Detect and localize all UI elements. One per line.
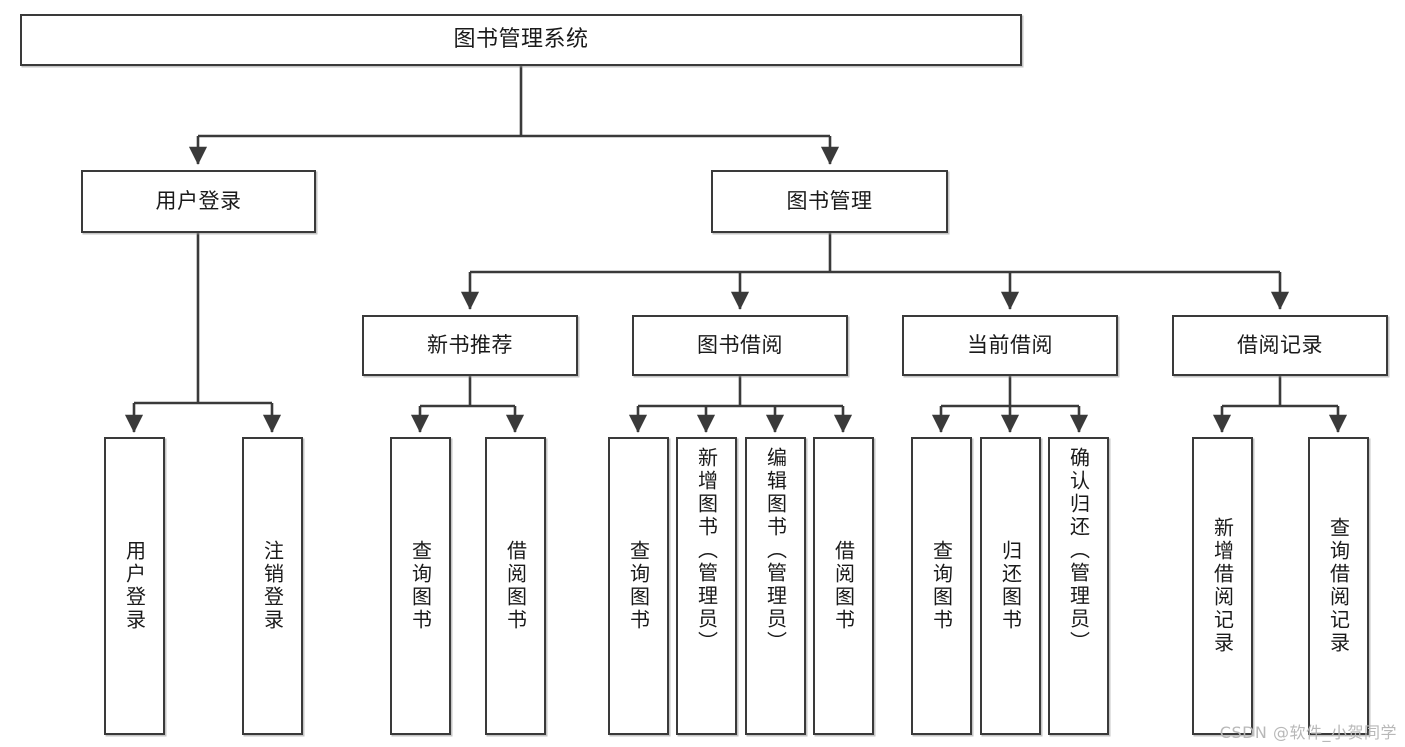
node-leaf-borrow-book-2-label: 借阅图书 <box>831 540 856 632</box>
node-user-login-label: 用户登录 <box>155 189 242 214</box>
node-book-manage-label: 图书管理 <box>786 189 873 214</box>
node-borrow-record-label: 借阅记录 <box>1237 333 1323 358</box>
node-book-manage[interactable]: 图书管理 <box>711 170 948 233</box>
node-leaf-return-book[interactable]: 归还图书 <box>980 437 1041 735</box>
node-leaf-query-book-2[interactable]: 查询图书 <box>608 437 669 735</box>
node-leaf-query-record-label: 查询借阅记录 <box>1326 517 1351 655</box>
node-leaf-query-book-3-label: 查询图书 <box>929 540 954 632</box>
node-leaf-return-book-label: 归还图书 <box>998 540 1023 632</box>
node-leaf-borrow-book-1-label: 借阅图书 <box>503 540 528 632</box>
node-leaf-add-book-label: 新增图书（管理员） <box>694 447 719 654</box>
node-leaf-query-book-1-label: 查询图书 <box>408 540 433 632</box>
node-leaf-add-record-label: 新增借阅记录 <box>1210 517 1235 655</box>
node-leaf-confirm-return[interactable]: 确认归还（管理员） <box>1048 437 1109 735</box>
node-leaf-borrow-book-1[interactable]: 借阅图书 <box>485 437 546 735</box>
node-leaf-user-login[interactable]: 用户登录 <box>104 437 165 735</box>
node-current-borrow[interactable]: 当前借阅 <box>902 315 1118 376</box>
node-leaf-logout[interactable]: 注销登录 <box>242 437 303 735</box>
node-new-book-rec[interactable]: 新书推荐 <box>362 315 578 376</box>
node-current-borrow-label: 当前借阅 <box>967 333 1053 358</box>
node-book-borrow[interactable]: 图书借阅 <box>632 315 848 376</box>
node-leaf-query-book-3[interactable]: 查询图书 <box>911 437 972 735</box>
node-leaf-logout-label: 注销登录 <box>260 540 285 632</box>
node-leaf-confirm-return-label: 确认归还（管理员） <box>1066 447 1091 654</box>
node-leaf-borrow-book-2[interactable]: 借阅图书 <box>813 437 874 735</box>
node-leaf-query-record[interactable]: 查询借阅记录 <box>1308 437 1369 735</box>
watermark-text: CSDN @软件_小贺同学 <box>1219 723 1397 742</box>
node-leaf-add-book[interactable]: 新增图书（管理员） <box>676 437 737 735</box>
node-new-book-rec-label: 新书推荐 <box>427 333 513 358</box>
node-root-label: 图书管理系统 <box>453 27 589 53</box>
node-leaf-user-login-label: 用户登录 <box>122 540 147 632</box>
node-leaf-edit-book[interactable]: 编辑图书（管理员） <box>745 437 806 735</box>
node-leaf-query-book-2-label: 查询图书 <box>626 540 651 632</box>
node-book-borrow-label: 图书借阅 <box>697 333 783 358</box>
node-user-login[interactable]: 用户登录 <box>81 170 316 233</box>
node-leaf-edit-book-label: 编辑图书（管理员） <box>763 447 788 654</box>
node-leaf-query-book-1[interactable]: 查询图书 <box>390 437 451 735</box>
node-borrow-record[interactable]: 借阅记录 <box>1172 315 1388 376</box>
node-root[interactable]: 图书管理系统 <box>20 14 1022 66</box>
node-leaf-add-record[interactable]: 新增借阅记录 <box>1192 437 1253 735</box>
